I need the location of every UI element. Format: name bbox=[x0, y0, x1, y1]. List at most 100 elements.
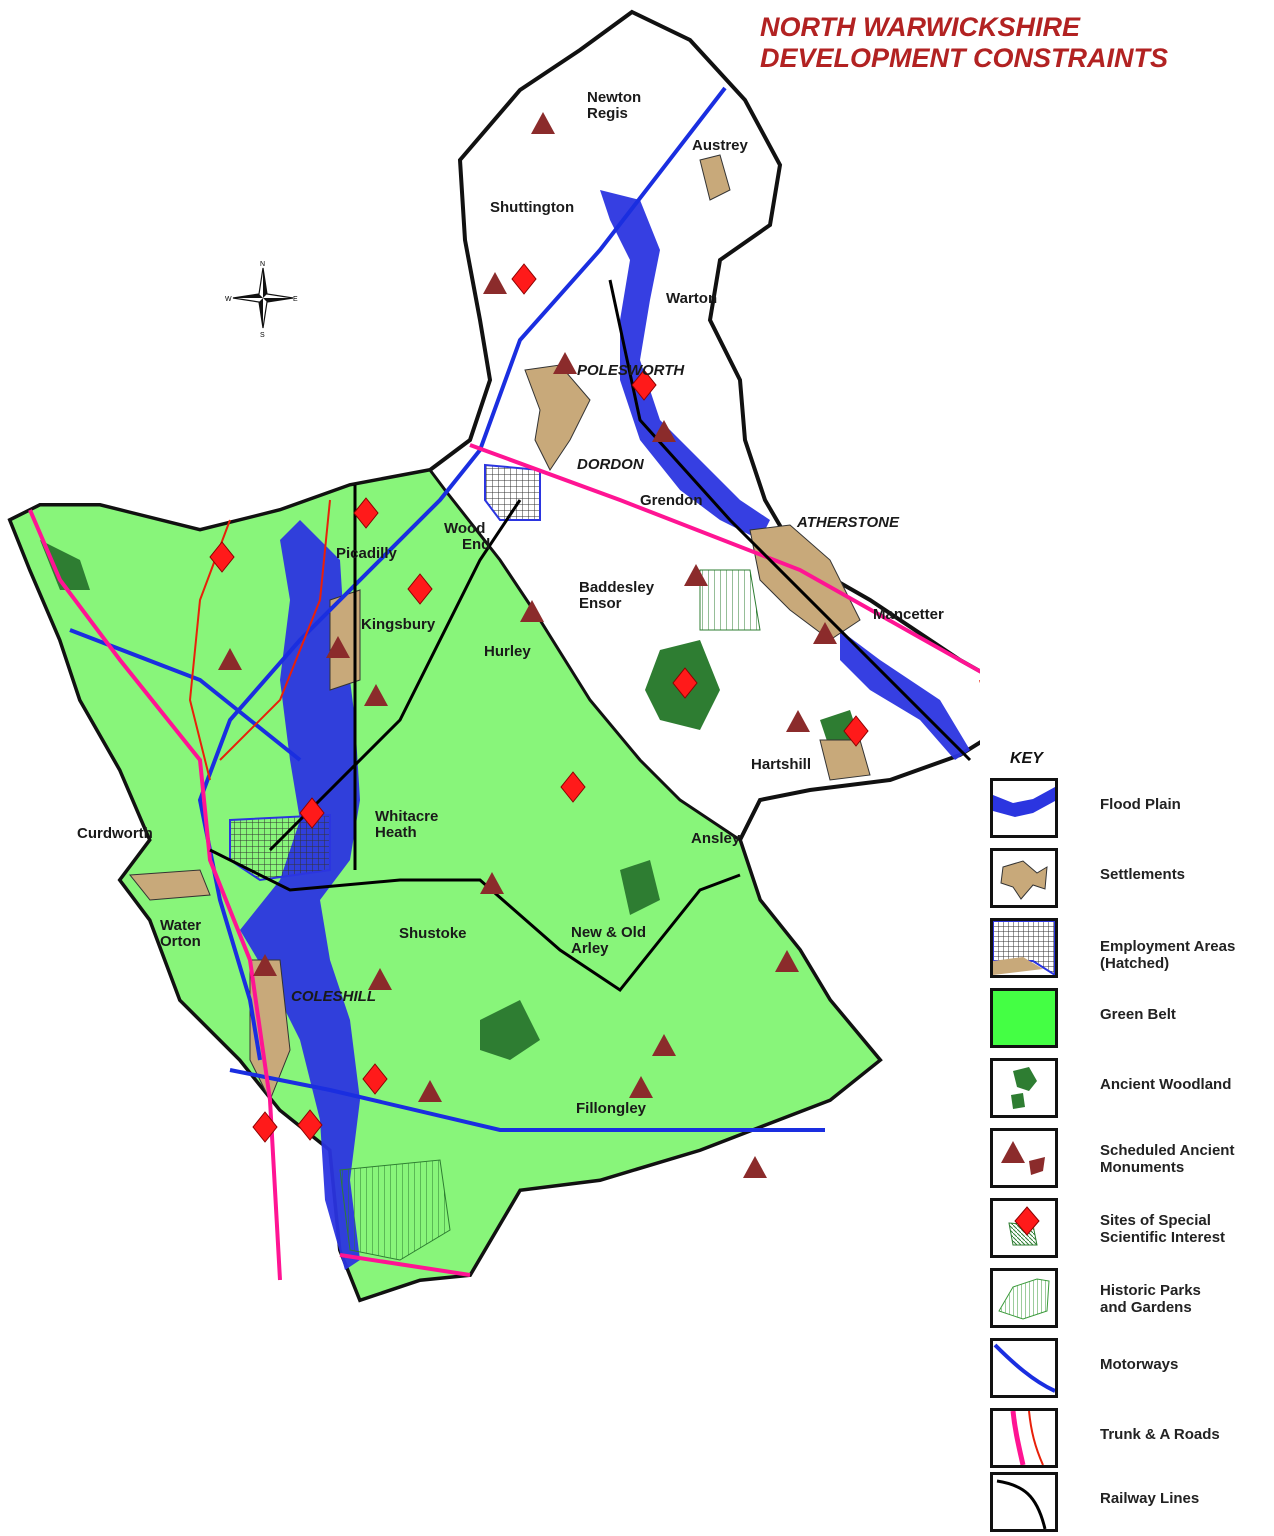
sssi-marker[interactable] bbox=[362, 1063, 388, 1095]
key-label: Trunk & A Roads bbox=[1100, 1426, 1220, 1443]
key-label: Ancient Woodland bbox=[1100, 1076, 1232, 1093]
employment-areas-swatch bbox=[990, 918, 1058, 978]
historic-park bbox=[339, 1159, 451, 1261]
monument-marker[interactable] bbox=[483, 272, 507, 294]
sssi-marker[interactable] bbox=[297, 1109, 323, 1141]
key-item-green-belt: Green Belt bbox=[990, 988, 1270, 1052]
compass-rose: N S E W bbox=[225, 261, 298, 339]
place-label: ATHERSTONE bbox=[796, 514, 900, 531]
place-label: POLESWORTH bbox=[577, 362, 685, 379]
flood-plain-area bbox=[240, 520, 360, 1270]
woodland-patch bbox=[40, 540, 90, 590]
sssi-marker[interactable] bbox=[631, 369, 657, 401]
monument-marker[interactable] bbox=[652, 1034, 676, 1056]
ancient-woodland-swatch bbox=[990, 1058, 1058, 1118]
monument-marker[interactable] bbox=[326, 636, 350, 658]
monument-marker[interactable] bbox=[652, 420, 676, 442]
monument-marker[interactable] bbox=[743, 1156, 767, 1178]
sssi-marker[interactable] bbox=[511, 263, 537, 295]
settlement-water-orton bbox=[129, 869, 211, 901]
railway-line bbox=[209, 848, 741, 993]
place-label: Curdworth bbox=[77, 825, 153, 842]
sssi-marker[interactable] bbox=[353, 497, 379, 529]
key-item-ancient-woodland: Ancient Woodland bbox=[990, 1058, 1270, 1122]
key-label: Flood Plain bbox=[1100, 796, 1181, 813]
key-label: Employment Areas(Hatched) bbox=[1100, 938, 1236, 972]
monument-marker[interactable] bbox=[775, 950, 799, 972]
key-label: Settlements bbox=[1100, 866, 1186, 883]
place-label: Hartshill bbox=[751, 756, 811, 773]
settlement-hartshill bbox=[819, 739, 871, 781]
trunk-road-a446 bbox=[28, 509, 282, 1281]
sssi-marker[interactable] bbox=[209, 541, 235, 573]
compass-south: S bbox=[260, 332, 265, 339]
map-title-line2: DEVELOPMENT CONSTRAINTS bbox=[760, 43, 1169, 73]
settlement-atherstone bbox=[749, 524, 861, 641]
key-label: Green Belt bbox=[1100, 1006, 1176, 1023]
sssi-marker[interactable] bbox=[252, 1111, 278, 1143]
place-label: Austrey bbox=[692, 137, 749, 154]
compass-west: W bbox=[225, 296, 232, 303]
compass-east: E bbox=[293, 296, 298, 303]
sssi-marker[interactable] bbox=[560, 771, 586, 803]
place-label: COLESHILL bbox=[291, 988, 376, 1005]
monument-marker[interactable] bbox=[480, 872, 504, 894]
sssi-marker[interactable] bbox=[672, 667, 698, 699]
sssi-marker[interactable] bbox=[299, 797, 325, 829]
monument-marker[interactable] bbox=[531, 112, 555, 134]
key-item-railway-lines: Railway Lines bbox=[990, 1472, 1270, 1536]
railway-swatch bbox=[990, 1472, 1058, 1532]
railway-line bbox=[268, 499, 522, 852]
flood-plain-north bbox=[600, 190, 770, 540]
monument-marker[interactable] bbox=[553, 352, 577, 374]
sssi-marker[interactable] bbox=[843, 715, 869, 747]
monument-marker[interactable] bbox=[368, 968, 392, 990]
monument-marker[interactable] bbox=[629, 1076, 653, 1098]
key-item-trunk-a-roads: Trunk & A Roads bbox=[990, 1408, 1270, 1472]
key-label: Motorways bbox=[1100, 1356, 1179, 1373]
motorway-m42 bbox=[197, 86, 727, 1061]
monument-marker[interactable] bbox=[786, 710, 810, 732]
roads-swatch bbox=[990, 1408, 1058, 1468]
key-item-employment-areas: Employment Areas(Hatched) bbox=[990, 918, 1270, 982]
monument-marker[interactable] bbox=[813, 622, 837, 644]
green-belt-area bbox=[8, 468, 883, 1302]
monument-swatch bbox=[990, 1128, 1058, 1188]
sssi-marker[interactable] bbox=[407, 573, 433, 605]
monument-marker[interactable] bbox=[364, 684, 388, 706]
monument-marker[interactable] bbox=[684, 564, 708, 586]
key-label: Railway Lines bbox=[1100, 1490, 1200, 1507]
a-road bbox=[219, 499, 331, 761]
flood-plain-swatch bbox=[990, 778, 1058, 838]
monument-marker[interactable] bbox=[218, 648, 242, 670]
monument-marker[interactable] bbox=[253, 954, 277, 976]
key-item-motorways: Motorways bbox=[990, 1338, 1270, 1402]
place-label: Picadilly bbox=[336, 545, 398, 562]
place-label: Hurley bbox=[484, 643, 531, 660]
map-title: NORTH WARWICKSHIRE DEVELOPMENT CONSTRAIN… bbox=[760, 12, 1168, 74]
map-title-line1: NORTH WARWICKSHIRE bbox=[760, 12, 1081, 42]
place-label: Warton bbox=[666, 290, 717, 307]
key-item-settlements: Settlements bbox=[990, 848, 1270, 912]
place-label: Grendon bbox=[640, 492, 703, 509]
monument-marker[interactable] bbox=[418, 1080, 442, 1102]
place-label: Fillongley bbox=[576, 1100, 647, 1117]
monument-marker[interactable] bbox=[520, 600, 544, 622]
scheduled-ancient-monuments bbox=[218, 112, 837, 1178]
place-label: Ansley bbox=[691, 830, 741, 847]
settlement-coleshill bbox=[249, 959, 291, 1102]
settlement-kingsbury bbox=[329, 589, 361, 691]
key-title: KEY bbox=[1010, 750, 1043, 767]
